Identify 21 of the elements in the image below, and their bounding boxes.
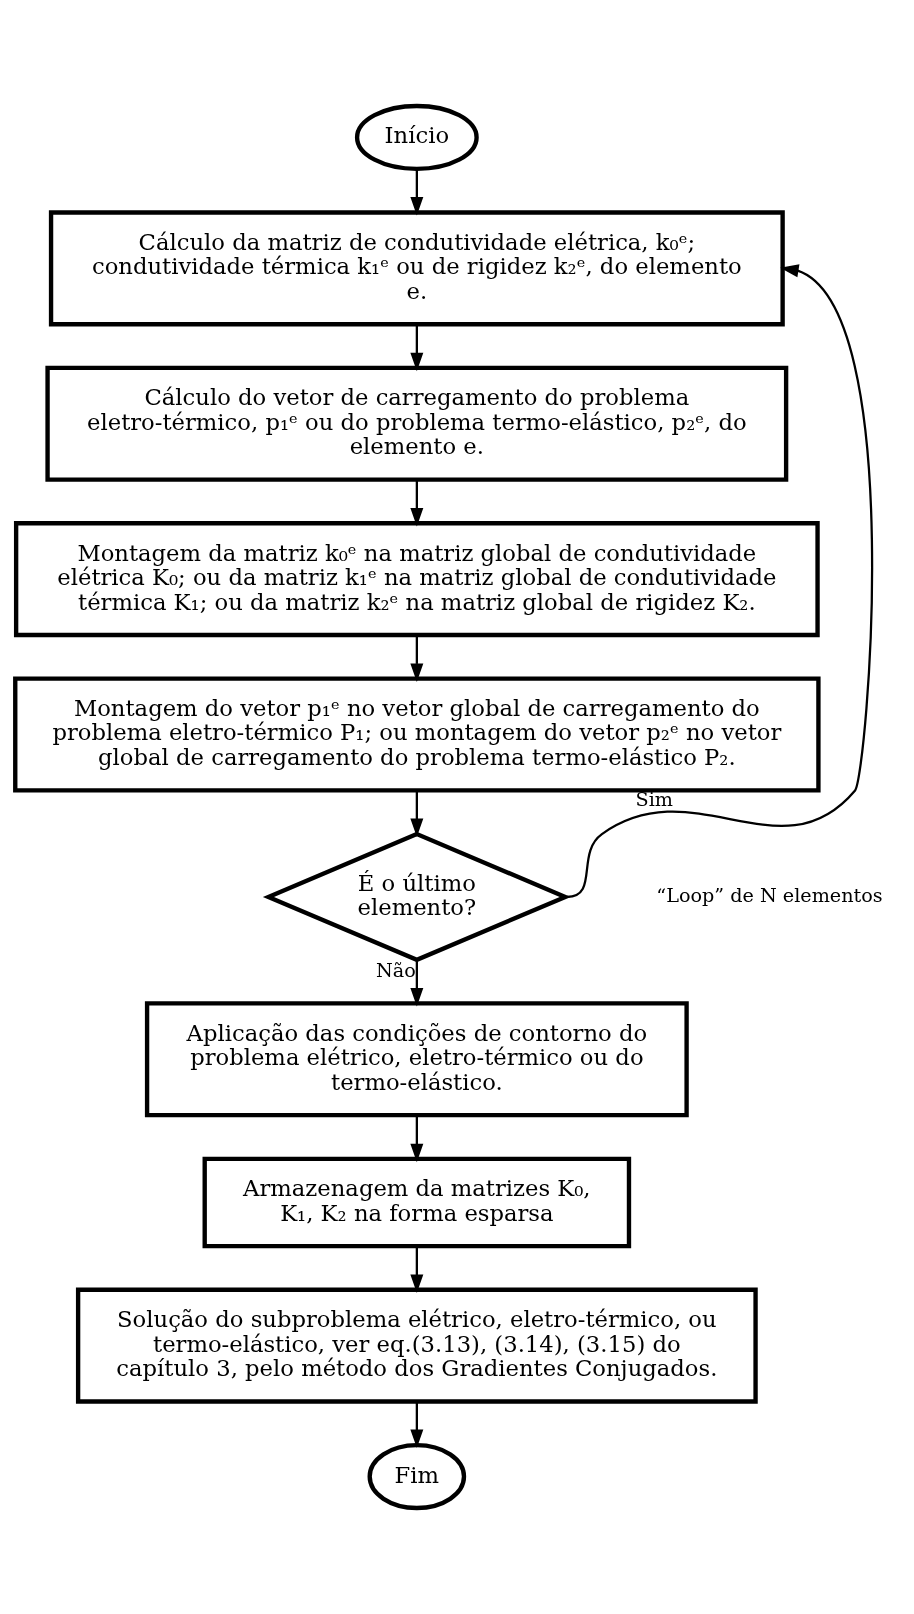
node-ellipse: Início (354, 103, 479, 171)
node-box: Cálculo da matriz de condutividade elétrica, k₀ᵉ; condutividade térmica k₁ᵉ ou de rigidez k₂ᵉ, do elemento e. (48, 210, 785, 327)
arrow (410, 635, 424, 682)
arrow (566, 264, 873, 899)
arrow (410, 1402, 424, 1449)
arrow (410, 324, 424, 372)
node-box: Montagem da matriz k₀ᵉ na matriz global de condutividade elétrica K₀; ou da matriz k₁ᵉ na matriz global de condutividade térmica K₁; ou da matriz k₂ᵉ na matriz global de rigidez K₂. (13, 521, 820, 638)
arrow (410, 1115, 424, 1163)
arrow (410, 960, 424, 1007)
arrow (410, 1246, 424, 1294)
node-box: Armazenagem da matrizes K₀, K₁, K₂ na forma esparsa (202, 1156, 632, 1249)
label: “Loop” de N elementos (656, 883, 883, 907)
node-box: Cálculo do vetor de carregamento do problema eletro-térmico, p₁ᵉ ou do problema termo-elástico, p₂ᵉ, do elemento e. (45, 365, 789, 482)
arrow (410, 169, 424, 216)
node-box: Montagem do vetor p₁ᵉ no vetor global de carregamento do problema eletro-térmico P₁; ou montagem do vetor p₂ᵉ no vetor global de carregamento do problema termo-elástico P₂. (13, 676, 821, 793)
node-box: Solução do subproblema elétrico, eletro-térmico, ou termo-elástico, ver eq.(3.13), (3.14), (3.15) do capítulo 3, pelo método dos Gradientes Conjugados. (75, 1287, 758, 1404)
node-diamond: É o último elemento? (262, 831, 571, 963)
arrow (410, 790, 424, 837)
arrow (410, 480, 424, 527)
node-ellipse: Fim (367, 1443, 467, 1511)
node-box: Aplicação das condições de contorno do problema elétrico, eletro-térmico ou do termo-elástico. (144, 1001, 689, 1118)
